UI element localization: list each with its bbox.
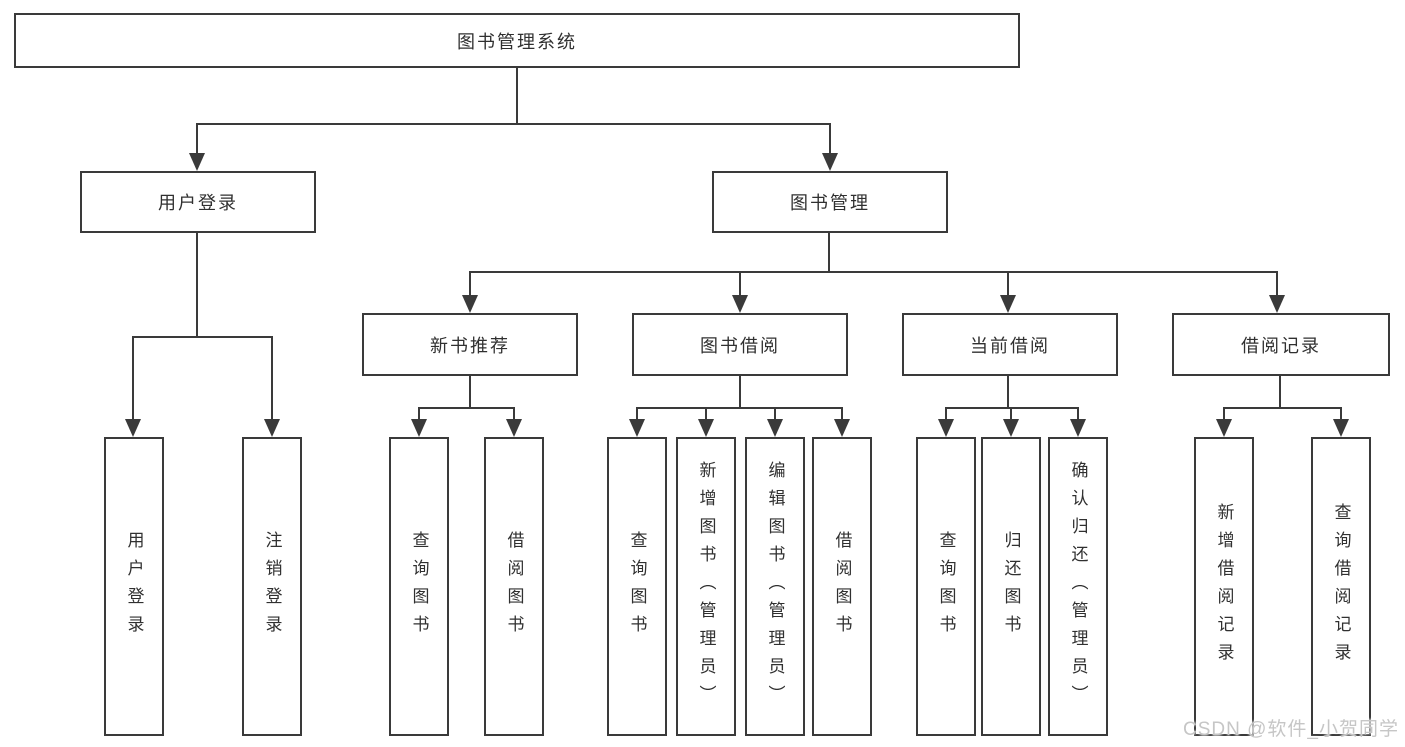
connector-line	[1276, 271, 1278, 298]
connector-line	[196, 123, 198, 156]
arrowhead-icon	[732, 295, 748, 313]
leaf-edit-book-admin: 编辑图书（管理员）	[745, 437, 805, 736]
arrowhead-icon	[462, 295, 478, 313]
connector-line	[1224, 407, 1342, 409]
arrowhead-icon	[506, 419, 522, 437]
connector-line	[470, 271, 1278, 273]
connector-line	[133, 336, 273, 338]
arrowhead-icon	[189, 153, 205, 171]
connector-line	[513, 407, 515, 421]
leaf-current-query-books-label: 查询图书	[936, 530, 956, 643]
leaf-borrow-query-books-label: 查询图书	[627, 530, 647, 643]
arrowhead-icon	[1216, 419, 1232, 437]
leaf-query-borrow-record: 查询借阅记录	[1311, 437, 1371, 736]
connector-line	[1279, 376, 1281, 409]
arrowhead-icon	[834, 419, 850, 437]
leaf-recommend-borrow-books-label: 借阅图书	[504, 530, 524, 643]
leaf-recommend-borrow-books: 借阅图书	[484, 437, 544, 736]
leaf-borrow-books: 借阅图书	[812, 437, 872, 736]
node-book-borrow-label: 图书借阅	[700, 335, 780, 356]
connector-line	[1340, 407, 1342, 421]
connector-line	[1077, 407, 1079, 421]
node-book-borrow: 图书借阅	[632, 313, 848, 376]
arrowhead-icon	[822, 153, 838, 171]
leaf-query-borrow-record-label: 查询借阅记录	[1331, 502, 1351, 671]
leaf-recommend-query-books-label: 查询图书	[409, 530, 429, 643]
arrowhead-icon	[125, 419, 141, 437]
node-user-login: 用户登录	[80, 171, 316, 233]
arrowhead-icon	[1070, 419, 1086, 437]
connector-line	[1007, 271, 1009, 298]
arrowhead-icon	[264, 419, 280, 437]
arrowhead-icon	[767, 419, 783, 437]
node-borrow-records-label: 借阅记录	[1241, 335, 1321, 356]
connector-line	[271, 336, 273, 420]
connector-line	[705, 407, 707, 421]
arrowhead-icon	[1000, 295, 1016, 313]
node-book-management-label: 图书管理	[790, 193, 870, 213]
leaf-user-login: 用户登录	[104, 437, 164, 736]
leaf-add-book-admin-label: 新增图书（管理员）	[696, 460, 716, 713]
arrowhead-icon	[411, 419, 427, 437]
arrowhead-icon	[629, 419, 645, 437]
leaf-edit-book-admin-label: 编辑图书（管理员）	[765, 460, 785, 713]
connector-line	[197, 123, 831, 125]
connector-line	[1010, 407, 1012, 421]
connector-line	[1007, 376, 1009, 409]
connector-line	[418, 407, 420, 421]
csdn-watermark: CSDN @软件_小贺同学	[1183, 719, 1399, 740]
leaf-borrow-books-label: 借阅图书	[832, 530, 852, 643]
connector-line	[469, 376, 471, 409]
connector-line	[419, 407, 515, 409]
leaf-user-login-label: 用户登录	[124, 530, 144, 643]
connector-line	[469, 271, 471, 298]
connector-line	[946, 407, 1079, 409]
leaf-add-book-admin: 新增图书（管理员）	[676, 437, 736, 736]
arrowhead-icon	[1003, 419, 1019, 437]
leaf-borrow-query-books: 查询图书	[607, 437, 667, 736]
connector-line	[828, 233, 830, 273]
node-current-borrow-label: 当前借阅	[970, 335, 1050, 356]
leaf-recommend-query-books: 查询图书	[389, 437, 449, 736]
arrowhead-icon	[698, 419, 714, 437]
leaf-return-books: 归还图书	[981, 437, 1041, 736]
arrowhead-icon	[1333, 419, 1349, 437]
node-book-management: 图书管理	[712, 171, 948, 233]
leaf-logout: 注销登录	[242, 437, 302, 736]
connector-line	[637, 407, 843, 409]
node-root: 图书管理系统	[14, 13, 1020, 68]
arrowhead-icon	[1269, 295, 1285, 313]
connector-line	[636, 407, 638, 421]
node-borrow-records: 借阅记录	[1172, 313, 1390, 376]
leaf-current-query-books: 查询图书	[916, 437, 976, 736]
leaf-add-borrow-record: 新增借阅记录	[1194, 437, 1254, 736]
leaf-confirm-return-admin-label: 确认归还（管理员）	[1068, 460, 1088, 713]
leaf-add-borrow-record-label: 新增借阅记录	[1214, 502, 1234, 671]
node-current-borrow: 当前借阅	[902, 313, 1118, 376]
connector-line	[774, 407, 776, 421]
node-user-login-label: 用户登录	[158, 193, 238, 213]
node-new-book-recommend-label: 新书推荐	[430, 335, 510, 356]
connector-line	[516, 68, 518, 125]
connector-line	[841, 407, 843, 421]
connector-line	[196, 233, 198, 337]
leaf-return-books-label: 归还图书	[1001, 530, 1021, 643]
arrowhead-icon	[938, 419, 954, 437]
node-root-label: 图书管理系统	[457, 31, 577, 52]
connector-line	[1223, 407, 1225, 421]
connector-line	[739, 376, 741, 409]
connector-line	[945, 407, 947, 421]
connector-line	[829, 123, 831, 156]
leaf-confirm-return-admin: 确认归还（管理员）	[1048, 437, 1108, 736]
leaf-logout-label: 注销登录	[262, 530, 282, 643]
node-new-book-recommend: 新书推荐	[362, 313, 578, 376]
connector-line	[739, 271, 741, 298]
connector-line	[132, 336, 134, 420]
